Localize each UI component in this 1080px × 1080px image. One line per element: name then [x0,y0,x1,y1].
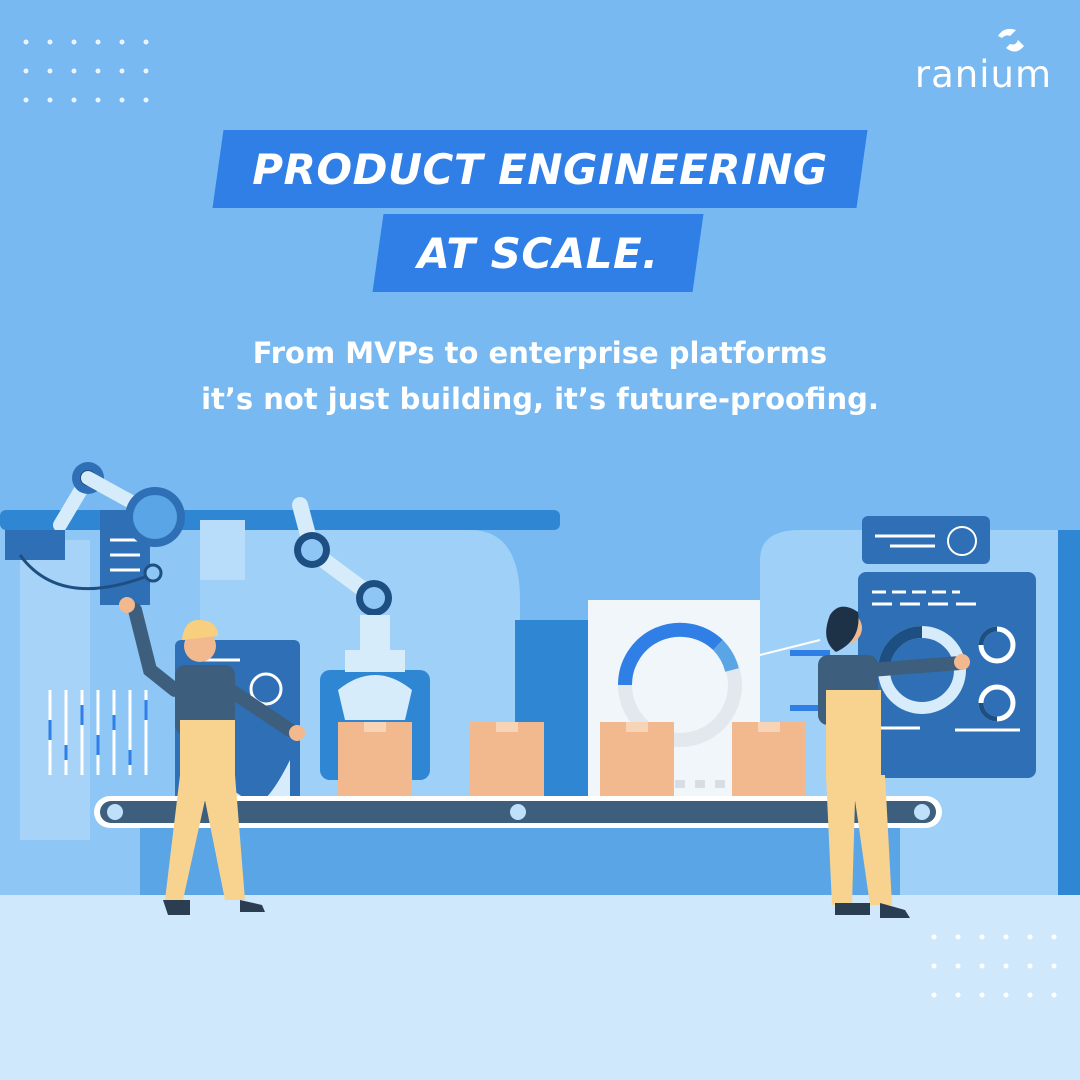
brand-name: ranium [914,53,1052,96]
donut-chart-icon [617,622,742,788]
brand-logo: ranium [892,26,1052,96]
conveyor-base [140,825,900,895]
subheadline-line-1: From MVPs to enterprise platforms [252,336,828,370]
ranium-logo-icon [998,28,1024,52]
equalizer-lines [48,690,148,775]
floor [0,895,1080,1080]
cardboard-box-icon [338,722,806,798]
conveyor-belt-icon [94,796,942,828]
worker-icon [818,606,970,918]
dot-grid-top-left [23,39,149,103]
worker-icon [119,597,305,915]
robot-arm-icon [5,462,245,605]
dashboard-panel-icon [759,516,1036,778]
dot-grid-bottom-right [931,934,1057,998]
subheadline-line-2: it’s not just building, it’s future-proo… [201,382,879,416]
